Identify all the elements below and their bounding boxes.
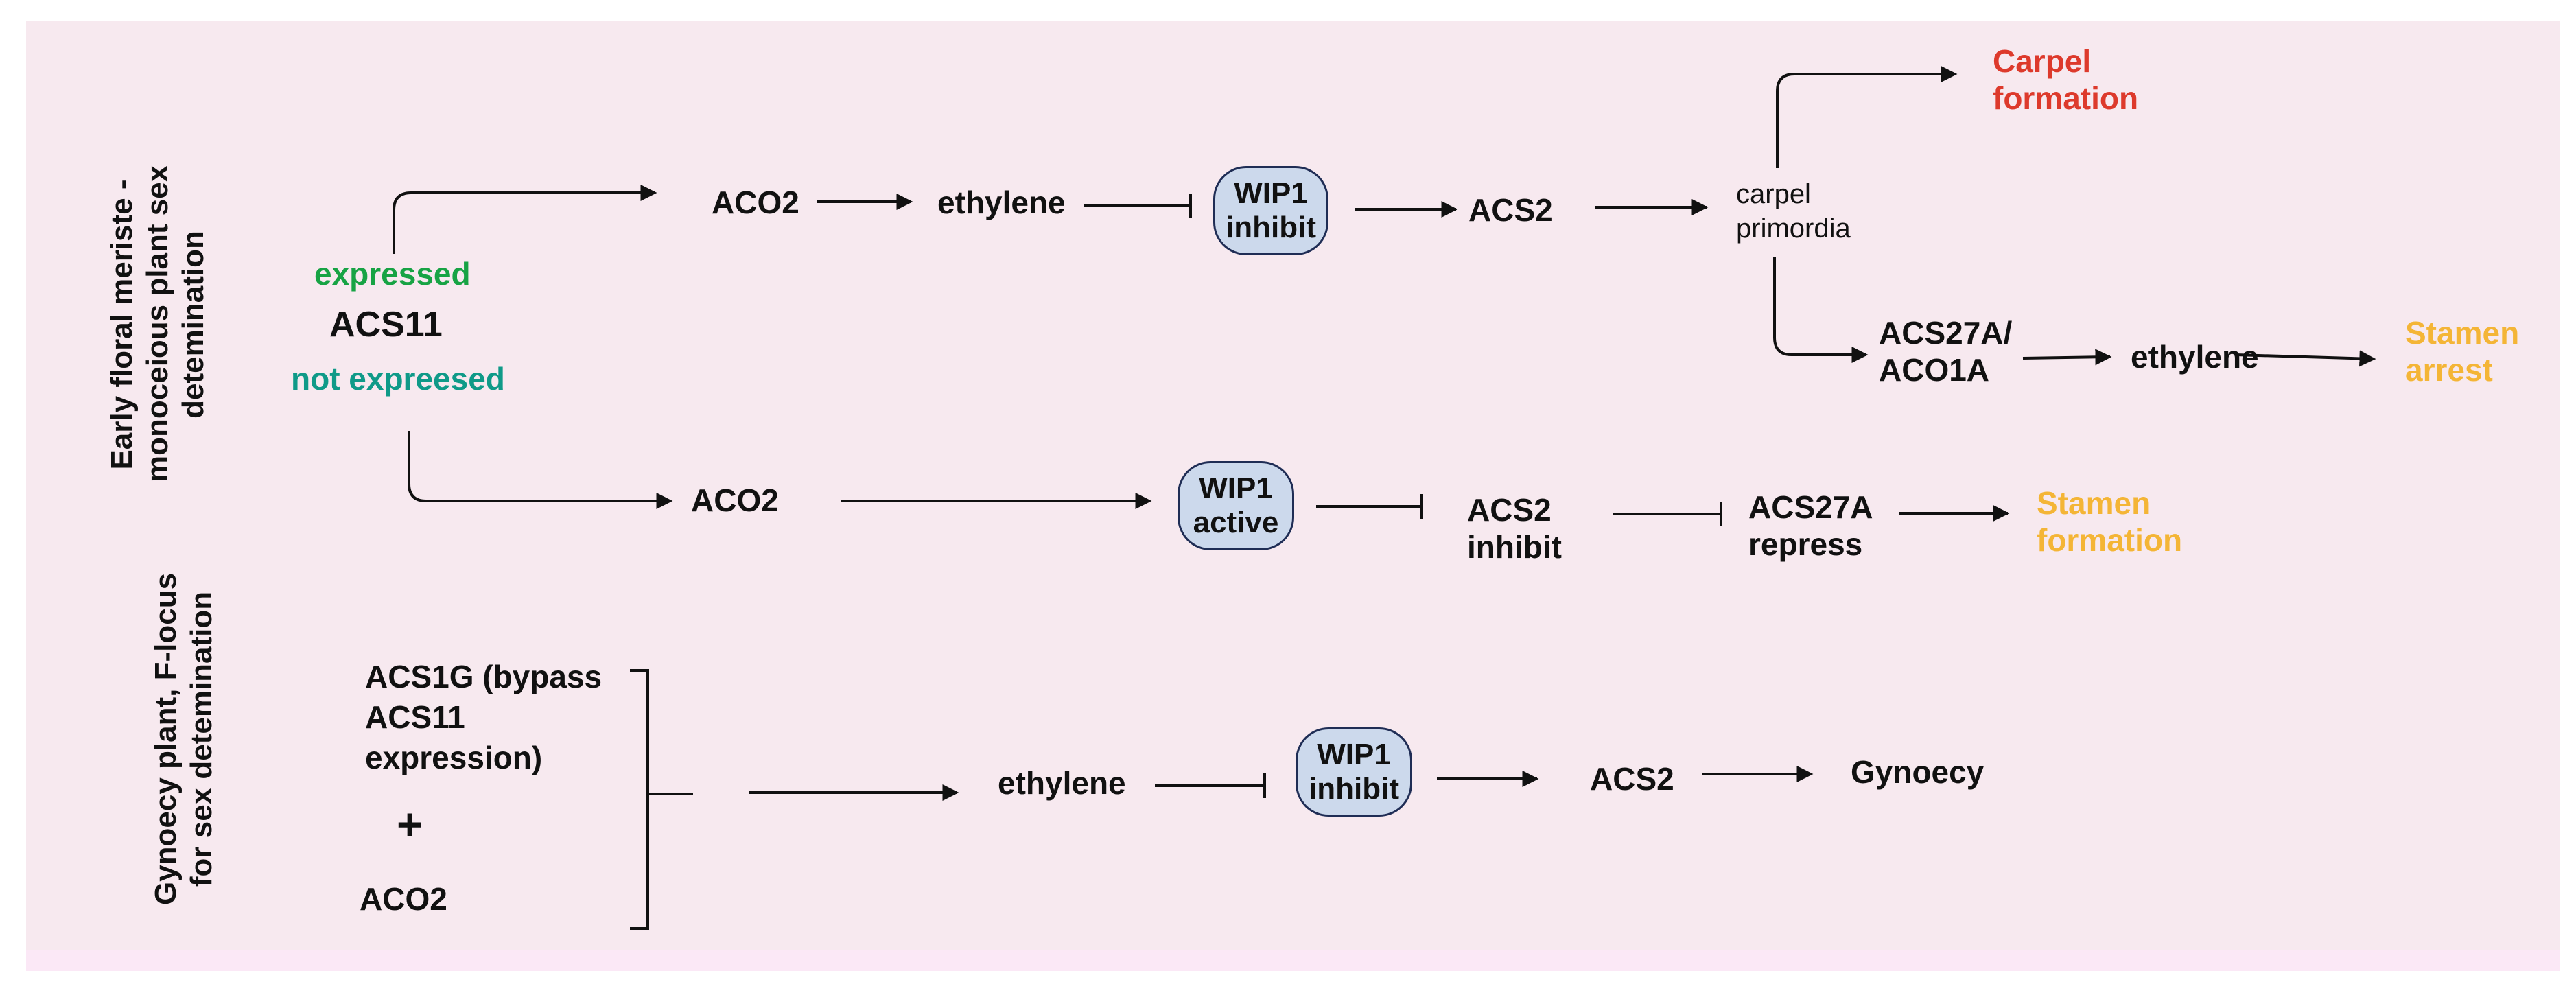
node-gynoecy: Gynoecy bbox=[1851, 754, 1984, 790]
side-label-gynoecy: Gynoecy plant, F-locus for sex deteminat… bbox=[149, 572, 218, 906]
node-carpel-formation: Carpel formation bbox=[1993, 43, 2139, 116]
node-wip1-active: WIP1 active bbox=[1178, 461, 1294, 550]
node-acs2-top: ACS2 bbox=[1468, 192, 1553, 228]
node-stamen-formation: Stamen formation bbox=[2037, 485, 2183, 558]
node-acs27a-repress: ACS27A repress bbox=[1748, 489, 1873, 562]
footer-strip bbox=[26, 950, 2560, 971]
node-carpel-primordia: carpel primordia bbox=[1736, 179, 1851, 244]
node-wip1-inhibit-bottom: WIP1 inhibit bbox=[1296, 727, 1412, 817]
node-acs1g: ACS1G (bypass ACS11 expression) bbox=[365, 659, 602, 775]
arrow-acs27a-ethylene bbox=[2022, 349, 2112, 366]
node-acs2-bottom: ACS2 bbox=[1590, 761, 1674, 797]
connector-carpel-up bbox=[1776, 66, 1958, 168]
side-label-monoecious: Early floral meriste - monoceious plant … bbox=[105, 165, 210, 482]
node-acs27a-aco1a: ACS27A/ ACO1A bbox=[1879, 315, 2013, 388]
node-aco2-bottom: ACO2 bbox=[360, 881, 447, 917]
node-stamen-arrest: Stamen arrest bbox=[2405, 315, 2520, 388]
bracket-inputs bbox=[630, 669, 649, 930]
connector-acs11-up bbox=[393, 185, 657, 254]
label-not-expressed: not expreesed bbox=[291, 361, 505, 397]
node-wip1-inhibit-top: WIP1 inhibit bbox=[1213, 166, 1328, 255]
node-aco2-mid: ACO2 bbox=[691, 482, 779, 518]
node-aco2-top: ACO2 bbox=[712, 185, 799, 220]
node-acs2-inhibit-mid: ACS2 inhibit bbox=[1467, 492, 1562, 565]
node-acs11: ACS11 bbox=[329, 305, 443, 344]
node-ethylene-mid: ethylene bbox=[2131, 339, 2259, 375]
connector-acs11-down bbox=[408, 431, 673, 509]
node-ethylene-top: ethylene bbox=[937, 185, 1066, 220]
label-expressed: expressed bbox=[314, 256, 471, 292]
plus-sign: + bbox=[397, 799, 423, 850]
connector-carpel-down bbox=[1773, 257, 1869, 363]
arrow-ethylene-stamen-arrest bbox=[2235, 350, 2376, 367]
node-ethylene-bottom: ethylene bbox=[998, 765, 1126, 801]
